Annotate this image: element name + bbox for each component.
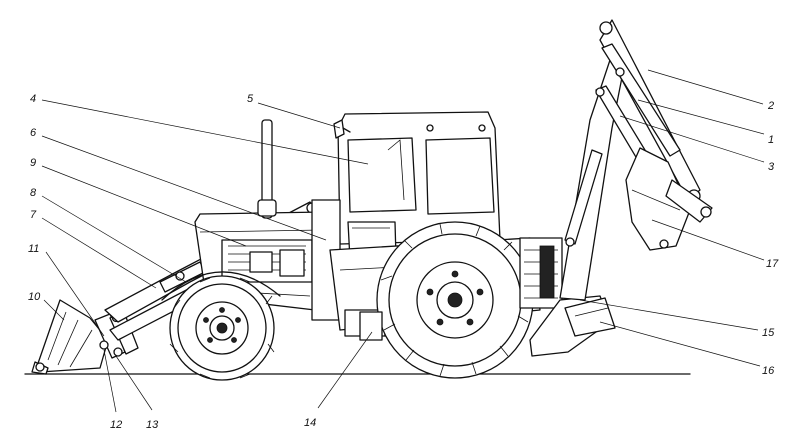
callout-1: 1 bbox=[768, 134, 774, 146]
exhaust-pipe bbox=[257, 119, 277, 219]
callout-10: 10 bbox=[28, 291, 41, 303]
callout-14: 14 bbox=[304, 417, 316, 429]
callout-15: 15 bbox=[762, 327, 775, 339]
operator-cab bbox=[337, 111, 501, 261]
callout-6: 6 bbox=[30, 127, 37, 139]
backhoe-bucket bbox=[625, 147, 713, 251]
callout-16: 16 bbox=[762, 365, 775, 377]
backhoe-boom bbox=[559, 19, 701, 301]
callout-11: 11 bbox=[28, 243, 39, 255]
boom-lift-cylinder bbox=[564, 149, 603, 247]
callout-7: 7 bbox=[30, 209, 37, 221]
callout-3: 3 bbox=[768, 161, 775, 173]
front-bucket bbox=[31, 299, 109, 375]
rear-view-mirror bbox=[333, 119, 351, 139]
callout-9: 9 bbox=[30, 157, 36, 169]
outrigger-stabilizer bbox=[529, 295, 616, 357]
front-fender bbox=[161, 271, 281, 301]
leader-lines bbox=[41, 69, 765, 413]
callout-labels: 1 2 3 4 5 6 7 8 9 10 11 12 13 14 15 16 1… bbox=[28, 93, 779, 431]
callout-5: 5 bbox=[247, 93, 254, 105]
callout-17: 17 bbox=[766, 258, 779, 270]
rear-mount-frame bbox=[519, 237, 563, 309]
callout-2: 2 bbox=[767, 100, 774, 112]
rear-wheel bbox=[376, 221, 534, 379]
front-wheel bbox=[169, 275, 275, 381]
callout-8: 8 bbox=[30, 187, 37, 199]
callout-12: 12 bbox=[110, 419, 122, 431]
callout-4: 4 bbox=[30, 93, 36, 105]
cab-step bbox=[359, 311, 383, 341]
callout-13: 13 bbox=[146, 419, 159, 431]
